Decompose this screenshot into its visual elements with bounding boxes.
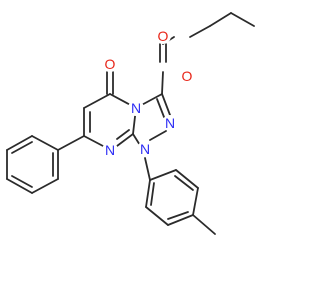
ring-fusion-nitrogen-label: N: [131, 100, 141, 116]
triazole-n1-atom: N: [137, 141, 153, 157]
bond-n8-c8a: [116, 133, 134, 147]
bond-tol-inner-2: [167, 211, 189, 220]
molecule-canvas: O O O N N N N: [6, 12, 255, 235]
molecule-structure: O O O N N N N: [6, 12, 255, 235]
bond-tol-2: [175, 169, 199, 189]
bond-carboxyl-c3: [161, 71, 164, 95]
ester-carbonyl-oxygen-atom: O: [155, 28, 171, 44]
bond-c5-c6: [83, 93, 111, 109]
bond-n1-tolyl: [144, 157, 151, 181]
bond-tol-inner-1: [174, 175, 194, 191]
bond-n8-c8a-double: [116, 129, 130, 140]
ester-ether-oxygen-label: O: [182, 68, 193, 84]
bond-ch2-o: [189, 25, 211, 38]
triazole-n2-label: N: [165, 115, 175, 131]
carbonyl-oxygen-label: O: [105, 56, 116, 72]
bond-ph-inner-2: [11, 175, 33, 188]
atom-label-layer: O O O N N N N: [102, 28, 195, 158]
bond-layer: [6, 12, 255, 235]
bond-tol-4: [167, 214, 194, 226]
bond-c7-n8: [83, 135, 104, 147]
triazole-n1-label: N: [140, 141, 150, 157]
bond-ethyl-ch2: [209, 12, 232, 27]
bond-ph-inner-1: [11, 141, 33, 154]
carbonyl-oxygen-atom: O: [102, 56, 118, 72]
ester-ether-oxygen-atom: O: [179, 68, 195, 84]
bond-ph-5: [31, 178, 59, 194]
bond-tol-1: [149, 169, 177, 181]
bond-tol-3: [192, 187, 199, 216]
bond-c3-n2: [161, 93, 171, 116]
bond-c3-n2-double: [156, 98, 165, 118]
bond-tol-5: [145, 206, 169, 226]
bond-tol-methyl: [192, 214, 216, 235]
ring-fusion-nitrogen-atom: N: [128, 100, 144, 116]
pyrimidine-n8-label: N: [105, 142, 115, 158]
ester-carbonyl-oxygen-label: O: [158, 28, 169, 44]
bond-ph-2: [6, 135, 33, 151]
triazole-n2-atom: N: [162, 115, 178, 131]
bond-tol-6: [145, 179, 151, 208]
bond-n2-n1: [149, 130, 167, 141]
bond-tol-inner-3: [150, 182, 155, 206]
bond-ph-1: [31, 135, 59, 151]
bond-ph-4: [6, 178, 33, 194]
bond-c7-phenyl: [57, 135, 85, 151]
bond-ethyl-ch3: [230, 12, 255, 27]
pyrimidine-n8-atom: N: [102, 142, 118, 158]
